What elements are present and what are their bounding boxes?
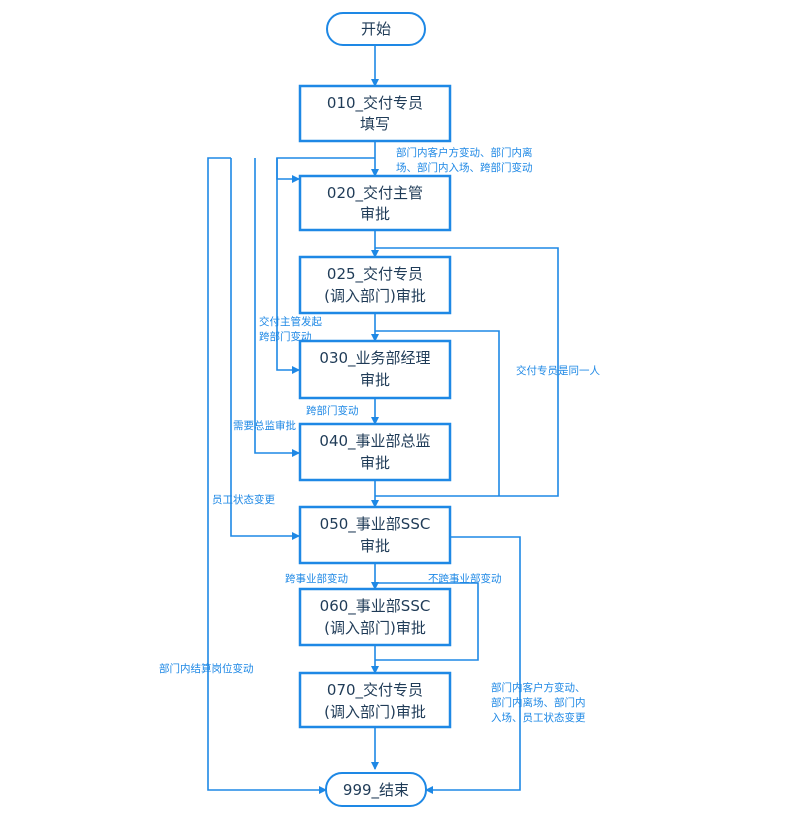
edge-050-not-cross-bu xyxy=(375,582,479,661)
edge-020-same-person xyxy=(375,247,559,497)
node-070-line2: (调入部门)审批 xyxy=(324,703,426,721)
connectors xyxy=(207,45,559,794)
label-same-person: 交付专员是同一人 xyxy=(516,364,600,377)
start-label: 开始 xyxy=(361,20,391,38)
edge-050-end xyxy=(425,536,521,794)
edge-010-040-director xyxy=(254,158,300,457)
label-dept-change-1: 部门内客户方变动、部门内离 xyxy=(396,146,533,159)
start-node: 开始 xyxy=(326,12,426,46)
node-040-line2: 审批 xyxy=(360,454,390,472)
label-ssc-end-1: 部门内客户方变动、 xyxy=(491,681,586,694)
label-dept-change-2: 场、部门内入场、跨部门变动 xyxy=(396,161,533,174)
node-060: 060_事业部SSC (调入部门)审批 xyxy=(298,587,452,647)
edge-010-030-supervisor xyxy=(276,158,300,374)
label-supervisor-cross-2: 跨部门变动 xyxy=(259,330,312,343)
label-supervisor-cross-1: 交付主管发起 xyxy=(259,315,322,328)
edge-025-cross-dept xyxy=(375,330,500,496)
end-node: 999_结束 xyxy=(325,772,427,807)
node-050-line1: 050_事业部SSC xyxy=(320,515,431,534)
node-020-line2: 审批 xyxy=(360,205,390,223)
edge-010-end-settlement xyxy=(207,157,327,794)
node-060-line1: 060_事业部SSC xyxy=(320,597,431,616)
node-050-line2: 审批 xyxy=(360,537,390,555)
node-040: 040_事业部总监 审批 xyxy=(298,422,452,482)
label-staff-status: 员工状态变更 xyxy=(212,493,275,506)
node-020-line1: 020_交付主管 xyxy=(327,184,423,203)
label-cross-dept: 跨部门变动 xyxy=(306,404,359,417)
node-050: 050_事业部SSC 审批 xyxy=(298,505,452,565)
label-cross-bu: 跨事业部变动 xyxy=(285,572,348,585)
label-ssc-end-2: 部门内离场、部门内 xyxy=(491,696,586,709)
edge-labels: 部门内客户方变动、部门内离 场、部门内入场、跨部门变动 交付主管发起 跨部门变动… xyxy=(159,146,600,724)
end-label: 999_结束 xyxy=(343,781,409,800)
node-025-line2: (调入部门)审批 xyxy=(324,287,426,305)
node-070: 070_交付专员 (调入部门)审批 xyxy=(298,671,452,729)
label-not-cross-bu: 不跨事业部变动 xyxy=(428,572,502,585)
node-030-line2: 审批 xyxy=(360,371,390,389)
node-040-line1: 040_事业部总监 xyxy=(319,432,430,451)
node-070-line1: 070_交付专员 xyxy=(327,681,423,700)
edge-010-050-status xyxy=(230,158,300,540)
node-010: 010_交付专员 填写 xyxy=(298,84,452,143)
node-025: 025_交付专员 (调入部门)审批 xyxy=(298,255,452,315)
label-need-director: 需要总监审批 xyxy=(233,419,296,432)
node-010-line2: 填写 xyxy=(360,115,390,133)
node-060-line2: (调入部门)审批 xyxy=(324,619,426,637)
node-025-line1: 025_交付专员 xyxy=(327,265,423,284)
label-ssc-end-3: 入场、员工状态变更 xyxy=(491,711,586,724)
node-010-line1: 010_交付专员 xyxy=(327,94,423,113)
node-030: 030_业务部经理 审批 xyxy=(298,339,452,400)
node-030-line1: 030_业务部经理 xyxy=(319,349,430,368)
node-020: 020_交付主管 审批 xyxy=(298,174,452,232)
label-settlement: 部门内结算岗位变动 xyxy=(159,662,254,675)
